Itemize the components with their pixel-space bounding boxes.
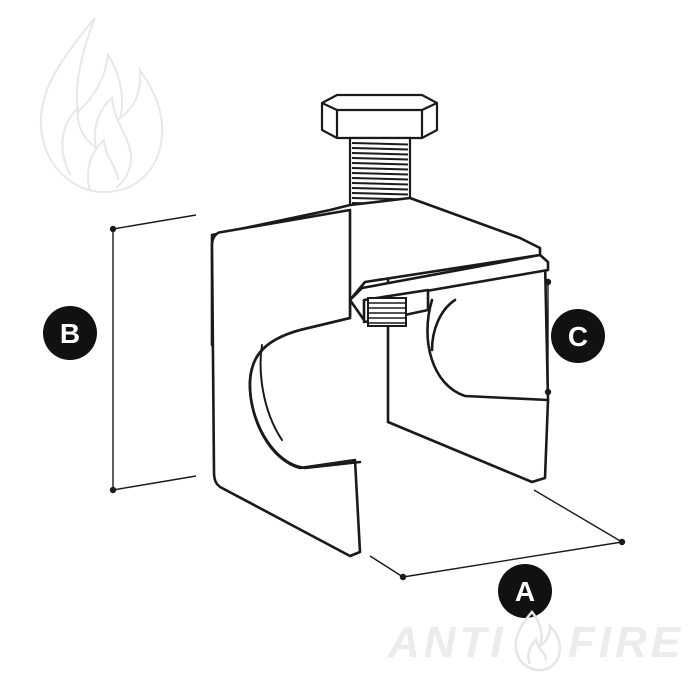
- label-b: B: [60, 318, 80, 349]
- nut-threads: [367, 297, 407, 327]
- thread-line: [351, 187, 409, 191]
- thread-line: [351, 177, 409, 181]
- label-a: A: [515, 576, 535, 607]
- dimension-a-line: [369, 489, 626, 581]
- thread-line: [351, 152, 409, 156]
- brand-logo: ANTI FIRE: [387, 610, 684, 672]
- label-c-badge: C: [551, 309, 605, 363]
- thread-line: [351, 182, 409, 186]
- brand-flame-icon: [514, 610, 562, 672]
- dimension-b-line: [109, 214, 197, 494]
- label-c: C: [568, 321, 588, 352]
- label-a-badge: A: [498, 564, 552, 618]
- thread-line: [351, 167, 409, 171]
- brand-text-right: FIRE: [568, 618, 684, 667]
- thread-line: [351, 142, 409, 146]
- thread-line: [351, 147, 409, 151]
- dimension-c-line: [544, 278, 552, 396]
- label-b-badge: B: [43, 306, 97, 360]
- bolt-head: [320, 93, 439, 140]
- flame-watermark-icon: [39, 17, 164, 194]
- thread-line: [351, 157, 409, 161]
- clamp-body: [210, 196, 550, 558]
- thread-line: [351, 192, 409, 196]
- thread-line: [351, 162, 409, 166]
- thread-line: [351, 172, 409, 176]
- brand-text-left: ANTI: [387, 618, 507, 667]
